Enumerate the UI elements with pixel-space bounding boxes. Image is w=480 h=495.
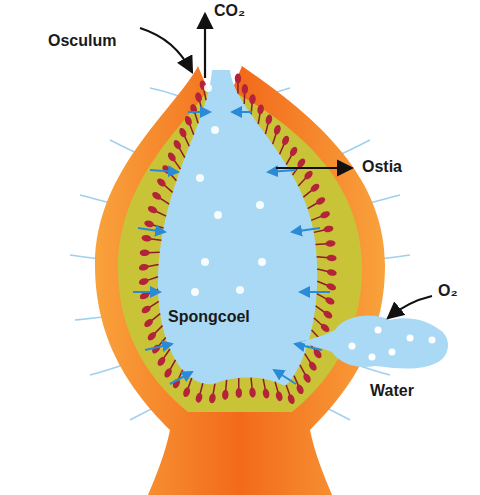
choanocyte	[287, 393, 296, 405]
choanocyte	[323, 225, 334, 233]
choanocyte	[140, 249, 150, 256]
choanocyte	[249, 94, 256, 105]
choanocyte	[147, 205, 159, 215]
oxygen-bubble	[349, 327, 436, 361]
choanocyte	[249, 387, 256, 398]
choanocyte	[325, 240, 335, 247]
choanocyte	[156, 177, 168, 188]
choanocyte-layer	[138, 73, 337, 404]
choanocyte	[319, 322, 331, 333]
choanocyte	[208, 393, 216, 404]
oxygen-bubble	[191, 84, 266, 296]
choanocyte	[161, 164, 172, 176]
choanocyte	[235, 73, 241, 83]
choanocyte	[138, 263, 149, 271]
choanocyte	[307, 360, 318, 372]
water-blob	[300, 315, 448, 368]
choanocyte	[257, 104, 265, 115]
spongocoel-cavity	[158, 70, 317, 386]
part-label: Water	[370, 382, 414, 400]
choanocyte	[182, 386, 191, 398]
choanocyte	[189, 103, 198, 114]
choanocyte	[194, 92, 203, 103]
choanocyte	[262, 388, 270, 399]
choanocyte	[319, 210, 331, 220]
choanocyte	[281, 135, 291, 147]
part-label: Spongcoel	[168, 308, 250, 326]
choanocyte	[326, 268, 337, 277]
choanocyte	[138, 277, 150, 286]
choanocyte	[222, 390, 229, 401]
choanocyte	[146, 330, 158, 342]
choanocyte	[322, 309, 334, 320]
choanocyte	[163, 367, 174, 379]
gas-label: CO₂	[214, 2, 245, 20]
choanocyte	[143, 317, 155, 328]
part-label: Osculum	[48, 32, 116, 50]
choanocyte	[295, 383, 305, 395]
choanocyte	[195, 392, 204, 403]
choanocyte	[324, 296, 336, 306]
choanocyte	[302, 372, 312, 384]
choanocyte	[141, 234, 152, 242]
choanocyte	[326, 254, 337, 261]
choanocyte	[143, 219, 154, 228]
choanocyte	[236, 388, 242, 398]
choanocyte	[172, 139, 183, 151]
choanocyte	[241, 84, 248, 94]
choanocyte	[151, 190, 163, 201]
choanocyte	[288, 146, 298, 158]
choanocyte	[315, 196, 327, 207]
choanocyte	[325, 282, 337, 292]
inflow-arrow	[133, 112, 330, 384]
sponge-body	[95, 66, 385, 495]
gas-label: O₂	[438, 282, 458, 300]
choanocyte	[178, 127, 188, 139]
leader-arrow	[140, 14, 432, 318]
choanocyte	[184, 115, 194, 127]
choanocyte	[303, 169, 315, 181]
choanocyte	[265, 114, 274, 125]
part-label: Ostia	[362, 158, 402, 176]
choanocyte	[309, 182, 321, 193]
choanocyte	[273, 124, 282, 135]
choanocyte	[156, 355, 167, 367]
choanocyte	[140, 304, 152, 315]
choanocyte	[166, 151, 177, 163]
choanocyte	[275, 391, 284, 402]
